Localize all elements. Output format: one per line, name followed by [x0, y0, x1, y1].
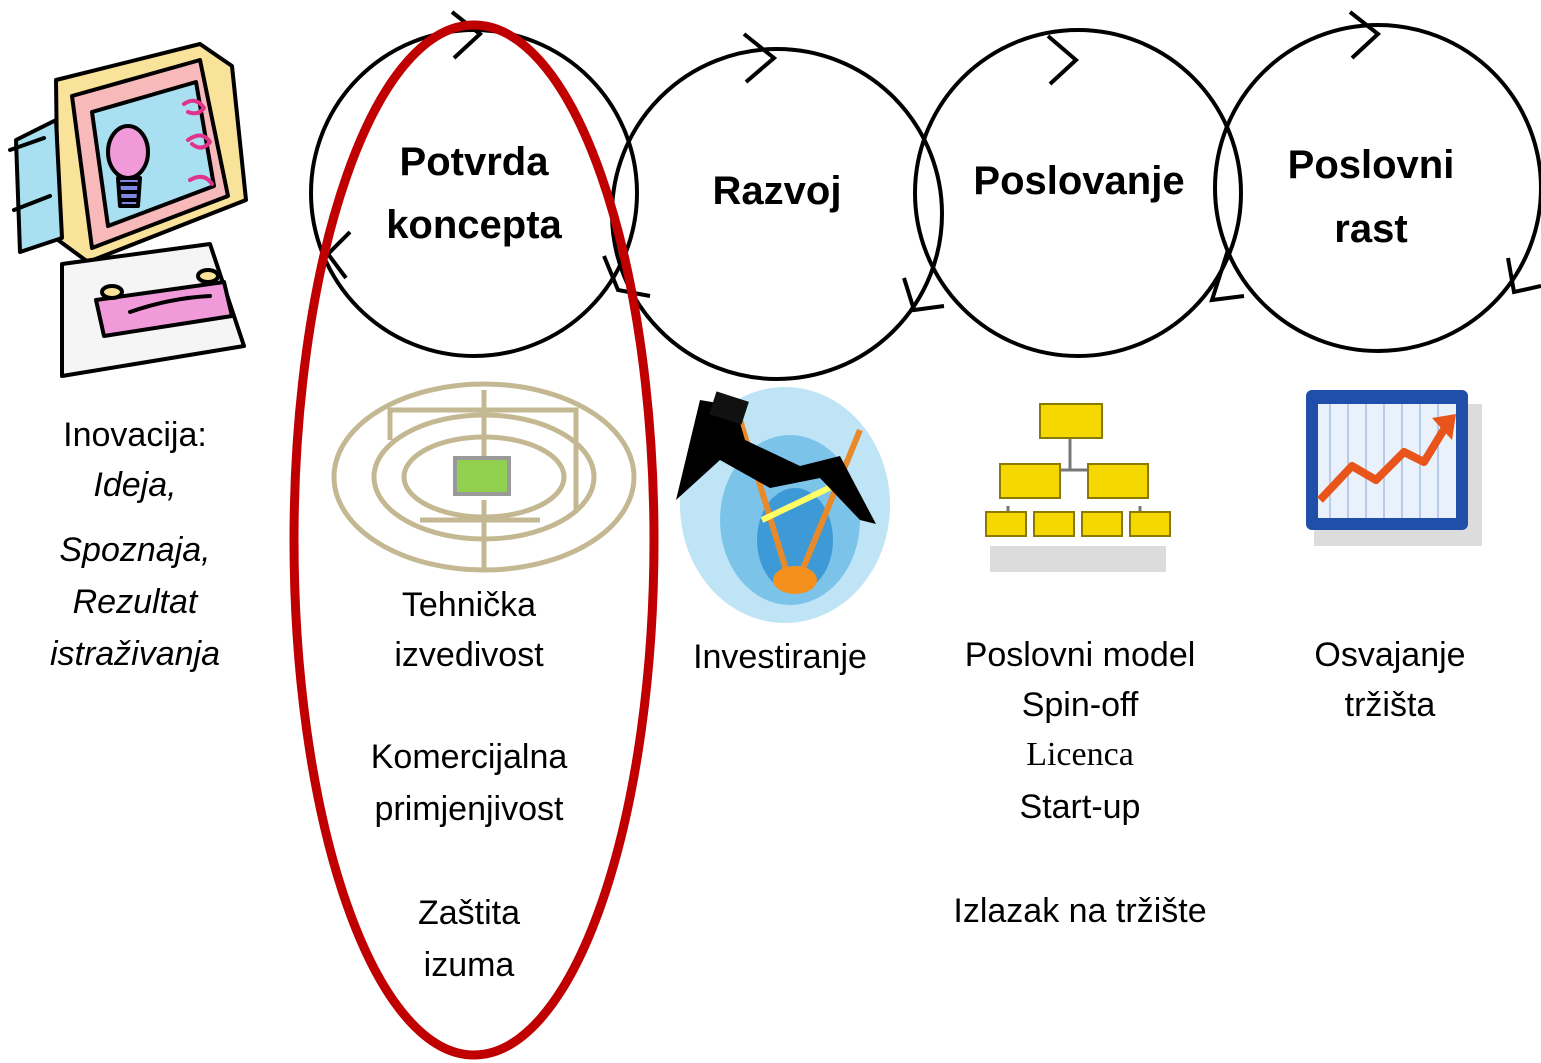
cycle-arrow-icon — [742, 32, 778, 84]
stage-text: Investiranje — [693, 638, 867, 676]
stage-text: Izlazak na tržište — [953, 892, 1207, 930]
stage-text: tržišta — [1344, 686, 1436, 724]
innovation-item: Spoznaja, — [59, 531, 211, 569]
maze-target-icon — [331, 381, 637, 573]
stage-text: primjenjivost — [374, 790, 564, 828]
stage-text: Komercijalna — [370, 738, 568, 776]
stage-text: Spin-off — [1021, 686, 1139, 724]
stage-title: Poslovni — [1287, 143, 1455, 187]
stage-text: Zaštita — [417, 894, 521, 932]
innovation-item: Ideja, — [93, 466, 177, 504]
stage-title: rast — [1334, 207, 1408, 251]
innovation-label: Inovacija: — [63, 416, 207, 454]
stage-text: Start-up — [1019, 788, 1141, 826]
stage-title: Poslovanje — [973, 159, 1185, 203]
growth-chart-icon — [1306, 390, 1482, 546]
cycle-arrow-icon — [1348, 10, 1382, 60]
cycle-circle-4 — [1213, 23, 1541, 353]
cycle-arrow-icon — [450, 10, 484, 60]
stage-title: Razvoj — [712, 169, 842, 213]
stage-text: izvedivost — [394, 636, 544, 674]
cycle-circle-3 — [913, 28, 1243, 358]
cycle-arrow-icon — [1209, 249, 1245, 303]
stage-text: izuma — [423, 946, 515, 984]
stage-title: Potvrda — [399, 140, 549, 184]
innovation-item: istraživanja — [49, 635, 221, 673]
stage-text: Osvajanje — [1314, 636, 1466, 674]
stage-text: Licenca — [1026, 736, 1134, 773]
innovation-item: Rezultat — [72, 583, 198, 621]
cycle-arrow-icon — [1046, 34, 1080, 86]
org-chart-icon — [985, 403, 1171, 572]
stage-text: Poslovni model — [964, 636, 1196, 674]
cycle-arrow-icon — [1506, 257, 1541, 295]
pole-vault-businessman-icon — [676, 387, 890, 623]
cycle-arrow-icon — [602, 255, 651, 298]
stage-text: Tehnička — [401, 586, 537, 624]
cycle-arrow-icon — [902, 277, 945, 313]
stage-title: koncepta — [386, 203, 562, 247]
highlight-ellipse — [289, 20, 659, 1060]
